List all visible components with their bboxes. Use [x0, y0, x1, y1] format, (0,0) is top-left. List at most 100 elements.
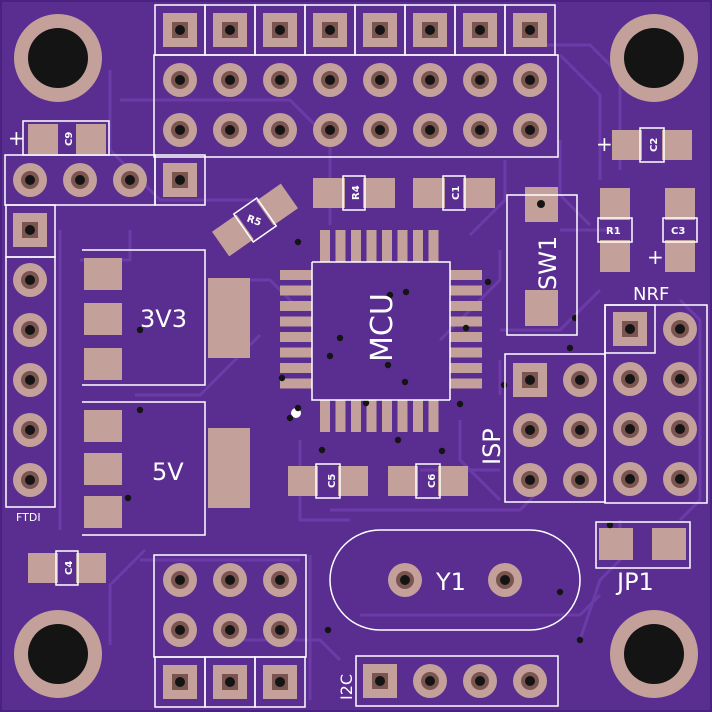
drill-hole [500, 575, 510, 585]
label-c9: C9 [64, 132, 75, 146]
drill-hole [525, 125, 535, 135]
drill-hole [475, 125, 485, 135]
mcu-pin-right [450, 270, 482, 280]
passive-pad-c1 [463, 178, 495, 208]
via [462, 324, 470, 332]
mcu-pin-bottom [351, 400, 361, 432]
drill-hole [375, 676, 385, 686]
drill-hole [275, 575, 285, 585]
drill-hole [25, 225, 35, 235]
label-5v: 5V [152, 458, 184, 486]
top-header-outline [153, 54, 559, 158]
mcu-pin-left [280, 378, 312, 389]
mcu-pin-left [280, 270, 312, 280]
c6-pad [388, 466, 418, 496]
drill-hole [575, 475, 585, 485]
sw1-drill [537, 200, 545, 208]
drill-hole [525, 375, 535, 385]
via [278, 374, 286, 382]
drill-hole [175, 677, 185, 687]
drill-hole [25, 375, 35, 385]
drill-hole [225, 125, 235, 135]
drill-hole [25, 275, 35, 285]
crystal-outline [329, 529, 581, 631]
via [324, 626, 332, 634]
drill-hole [275, 75, 285, 85]
drill-hole [325, 125, 335, 135]
c2-pad [612, 130, 642, 160]
drill-hole [625, 424, 635, 434]
mounting-hole [28, 624, 88, 684]
drill-hole [225, 575, 235, 585]
mcu-pin-bottom [397, 400, 408, 432]
drill-hole [175, 575, 185, 585]
passive-pad-r1 [600, 240, 630, 272]
mcu-pin-left [280, 347, 312, 358]
via [294, 404, 302, 412]
silkscreen-outlines [4, 54, 708, 707]
drill-hole [525, 425, 535, 435]
label-sw1: SW1 [534, 236, 562, 290]
drill-hole [275, 625, 285, 635]
drill-hole [675, 324, 685, 334]
reg-3v3-pad [84, 348, 122, 380]
drill-hole [675, 374, 685, 384]
mcu-pin-right [450, 378, 482, 389]
drill-hole [675, 474, 685, 484]
ftdi-header-outline [5, 256, 56, 508]
drill-hole [225, 75, 235, 85]
label-c4: C4 [64, 561, 75, 575]
drill-hole [375, 25, 385, 35]
label-c3: C3 [671, 226, 685, 237]
c5-body [315, 463, 341, 499]
drill-hole [225, 677, 235, 687]
drill-hole [175, 25, 185, 35]
via [438, 447, 446, 455]
label-r5: R5 [245, 214, 263, 229]
passive-body-r4 [342, 175, 366, 211]
drill-hole [525, 75, 535, 85]
label-r4: R4 [351, 185, 362, 200]
mcu-pin-top [335, 230, 346, 262]
via [556, 588, 564, 596]
drill-hole [475, 676, 485, 686]
mcu-pin-top [397, 230, 408, 262]
reg-5v-outline [82, 401, 206, 536]
via [326, 352, 334, 360]
mcu-pin-right [450, 363, 482, 373]
mounting-hole [624, 624, 684, 684]
mcu-pin-right [450, 347, 482, 358]
mcu-pin-left [280, 316, 312, 327]
via [336, 334, 344, 342]
via [566, 344, 574, 352]
mounting-hole [28, 28, 88, 88]
mcu-pin-top [413, 230, 423, 262]
passive-pad-c3 [665, 188, 695, 220]
r5-resistor: R5 [211, 183, 299, 257]
drill-hole [275, 25, 285, 35]
drill-hole [425, 125, 435, 135]
c2-body [639, 127, 665, 163]
c9-outline [22, 120, 110, 156]
passive-pad-r1 [600, 188, 630, 220]
drill-hole [475, 75, 485, 85]
mcu-outline [311, 261, 451, 401]
jp1-pad [652, 528, 686, 560]
mcu-pin-right [450, 332, 482, 342]
c6-body [415, 463, 441, 499]
via [318, 446, 326, 454]
reg-5v-pad [84, 453, 122, 485]
reg-3v3-pad [84, 258, 122, 290]
reg-3v3-pad [84, 303, 122, 335]
label-c1: C1 [451, 186, 462, 200]
drill-hole [425, 25, 435, 35]
label-r1: R1 [606, 226, 621, 237]
label-plus-c3: + [647, 245, 664, 269]
mcu-pin-bottom [428, 400, 439, 432]
label-nrf: NRF [633, 284, 669, 305]
drill-hole [575, 425, 585, 435]
mounting-hole [624, 28, 684, 88]
r5-pad [211, 214, 254, 257]
drill-hole [75, 175, 85, 185]
c9-pad [28, 124, 58, 154]
